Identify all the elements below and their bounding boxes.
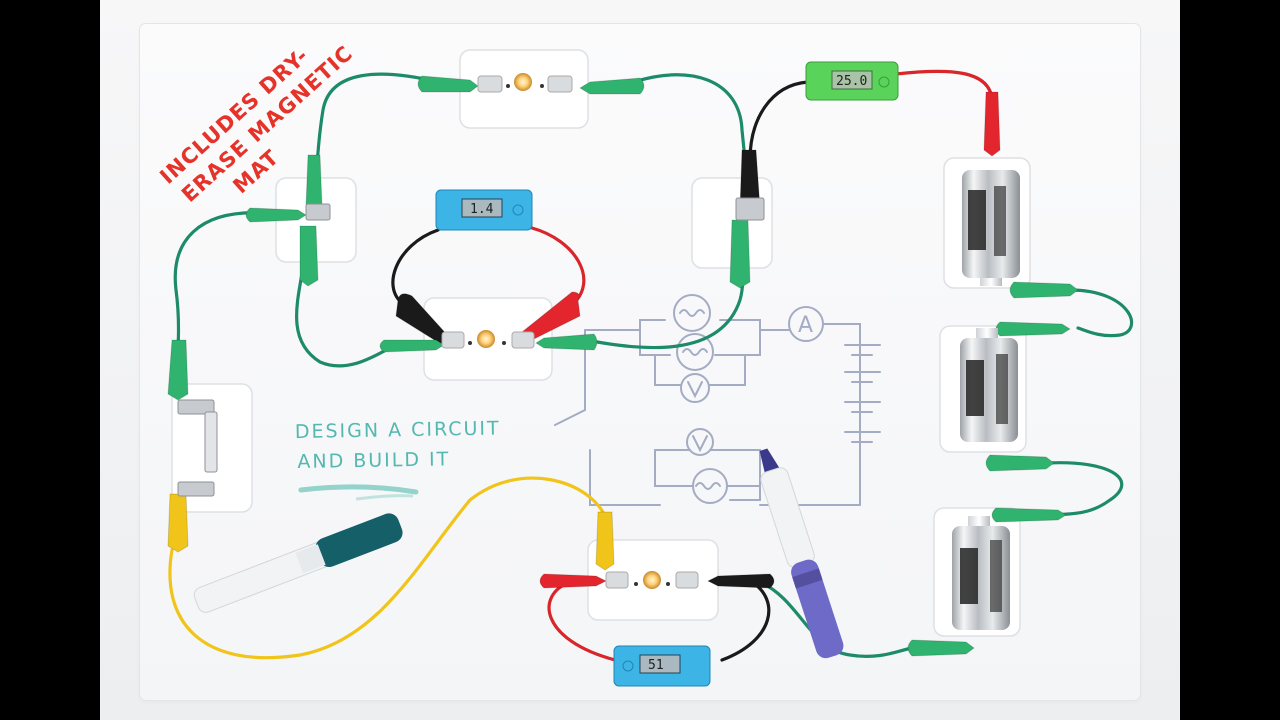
switch-terminals [177,197,765,497]
black-wire [391,228,440,307]
design-line-2: AND BUILD IT [297,448,450,473]
blue-top-meter-reading: 1.4 [470,202,494,217]
alligator-clips [167,75,1079,657]
green-wire [173,211,264,347]
schematic-ammeter-label: A [798,313,813,338]
black-wire [720,580,771,662]
hand-drawn-schematic: A [554,294,881,506]
green-ammeter: 25.0 [805,61,899,101]
blue-voltmeter-top: 1.4 [435,189,533,231]
green-wire [758,580,914,658]
red-wire [547,580,617,662]
battery-1 [962,170,1020,286]
green-wire [584,276,745,350]
black-wire [748,80,810,162]
red-wire [894,69,994,102]
green-wire [626,73,747,158]
teal-dry-erase-marker [193,513,403,613]
green-wire [1046,461,1124,517]
green-wire [314,72,440,174]
green-wire [295,260,396,368]
light-bulbs [441,73,699,589]
teal-marker-note: DESIGN A CIRCUIT AND BUILD IT [295,417,501,501]
yellow-wire [168,476,608,660]
red-wire [530,226,586,307]
blue-bottom-meter-reading: 51 [648,658,664,673]
battery-2 [960,328,1018,442]
green-wire [1068,288,1134,338]
blue-meter-bottom: 51 [613,645,711,687]
design-line-1: DESIGN A CIRCUIT [295,417,501,443]
green-meter-reading: 25.0 [836,74,867,89]
blue-dry-erase-marker [759,448,844,659]
battery-3 [952,516,1010,630]
